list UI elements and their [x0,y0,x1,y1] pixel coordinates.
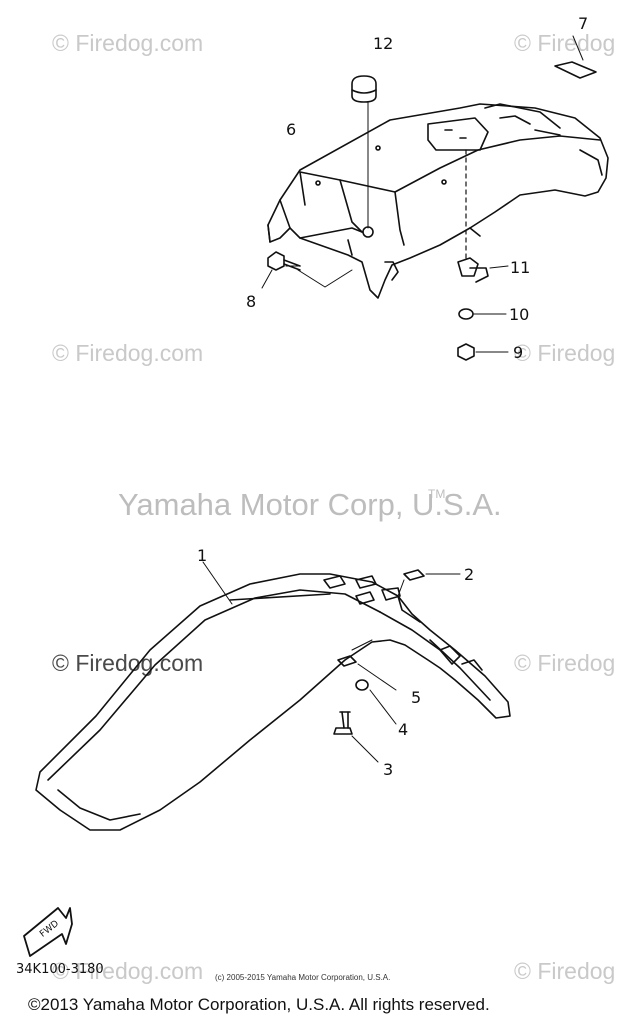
callout-6: 6 [286,120,297,139]
grommet-part-12 [351,75,377,229]
watermark-firedog: © Firedog [514,30,616,56]
fwd-arrow-icon [23,907,73,957]
bolt-part-8 [261,251,353,289]
part-2 [397,569,461,597]
part-3 [333,711,379,763]
callout-9: 9 [513,343,524,362]
watermark-firedog: © Firedog [514,650,616,676]
callout-4: 4 [398,720,409,739]
watermark-tm: TM [428,487,446,501]
front-fender-part-1 [35,561,511,831]
callout-11: 11 [510,258,531,277]
callout-5: 5 [411,688,422,707]
nut-part-9 [457,343,509,361]
small-copyright: (c) 2005-2015 Yamaha Motor Corporation, … [215,973,391,982]
washer-part-10 [458,308,507,320]
callout-7: 7 [578,14,589,33]
callout-12: 12 [373,34,394,53]
callout-3: 3 [383,760,394,779]
callout-10: 10 [509,305,530,324]
callout-2: 2 [464,565,475,584]
watermark-firedog: © Firedog [514,340,616,366]
copyright-notice: ©2013 Yamaha Motor Corporation, U.S.A. A… [28,995,490,1014]
clip-part-11 [457,257,509,283]
part-5 [337,639,397,691]
plate-part-7 [554,35,597,79]
watermark-firedog: © Firedog.com [52,958,204,984]
watermark-firedog: © Firedog.com [52,650,204,676]
rear-fender-part-6 [267,103,609,299]
watermark-firedog: © Firedog [514,958,616,984]
watermark-yamaha-corp: Yamaha Motor Corp, U.S.A. [118,487,502,522]
callout-8: 8 [246,292,257,311]
watermark-firedog: © Firedog.com [52,30,204,56]
callout-1: 1 [197,546,208,565]
watermark-firedog: © Firedog.com [52,340,204,366]
part-number: 34K100-3180 [16,962,104,977]
part-4 [355,679,397,725]
